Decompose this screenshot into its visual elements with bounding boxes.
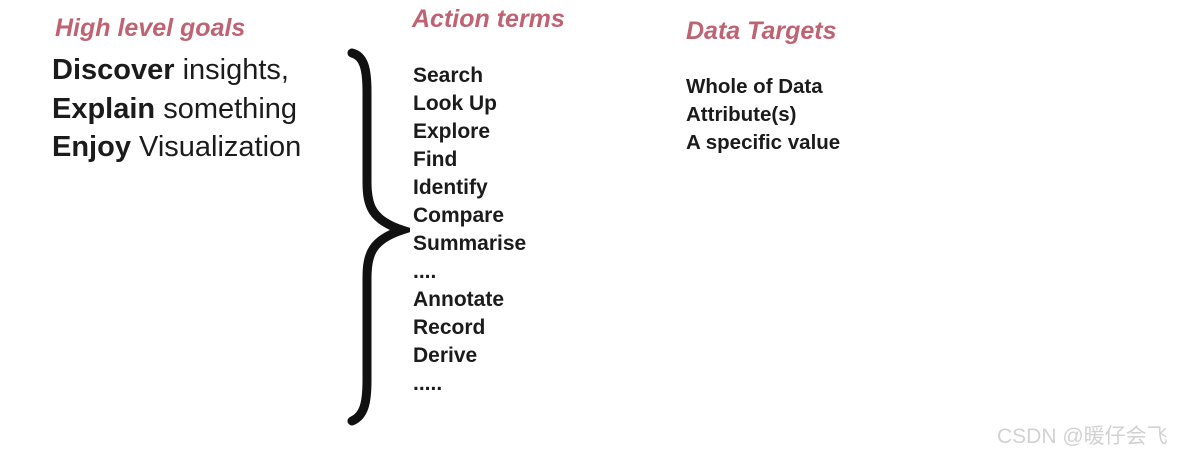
goal-keyword: Explain [52, 92, 156, 125]
goal-line: Explain something [52, 90, 301, 129]
action-term-item: .... [413, 260, 437, 283]
action-term-item: ..... [413, 372, 443, 395]
action-terms-heading: Action terms [412, 5, 565, 33]
action-term-item: Find [413, 148, 458, 171]
action-term-item: Summarise [413, 232, 527, 255]
curly-brace-icon [347, 48, 410, 426]
action-term-item: Annotate [413, 288, 504, 311]
goal-line: Discover insights, [52, 51, 301, 90]
action-term-item: Identify [413, 176, 488, 199]
data-targets-heading: Data Targets [686, 17, 837, 45]
goal-rest: insights, [174, 54, 289, 86]
high-level-goals-heading: High level goals [55, 14, 246, 42]
action-term-item: Search [413, 64, 484, 87]
data-target-item: Attribute(s) [686, 103, 797, 126]
action-term-item: Derive [413, 344, 478, 367]
goal-rest: something [155, 92, 298, 125]
goal-rest: Visualization [130, 131, 302, 163]
goal-keyword: Enjoy [52, 131, 131, 163]
action-term-item: Compare [413, 204, 505, 227]
goal-line: Enjoy Visualization [52, 128, 301, 167]
action-term-item: Record [413, 316, 486, 339]
action-term-item: Explore [413, 120, 491, 143]
goal-keyword: Discover [52, 54, 175, 86]
data-target-item: Whole of Data [686, 75, 823, 98]
data-target-item: A specific value [686, 131, 841, 154]
watermark: CSDN @暖仔会飞 [997, 425, 1168, 448]
action-term-item: Look Up [413, 92, 497, 115]
